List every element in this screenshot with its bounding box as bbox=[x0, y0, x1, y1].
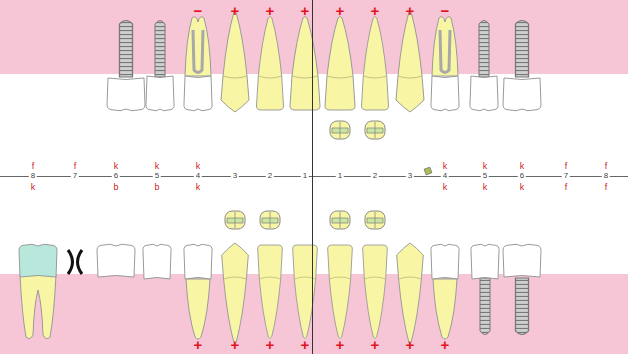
tooth-crown bbox=[471, 244, 499, 279]
status-sign: + bbox=[336, 337, 345, 352]
tooth-crown bbox=[184, 244, 212, 279]
treatment-code: f bbox=[605, 183, 608, 192]
tooth bbox=[328, 245, 353, 339]
tooth bbox=[257, 17, 284, 111]
implant-screw bbox=[155, 21, 165, 78]
occlusal-view bbox=[225, 211, 245, 229]
tooth-number: 3 bbox=[231, 172, 239, 180]
status-sign: + bbox=[371, 337, 380, 352]
status-sign: + bbox=[231, 3, 240, 18]
tooth-crown bbox=[503, 244, 541, 277]
treatment-code: k bbox=[155, 162, 160, 171]
tooth-number: 6 bbox=[112, 172, 120, 180]
occlusal-line bbox=[0, 176, 628, 177]
status-sign: + bbox=[336, 3, 345, 18]
tooth-number: 5 bbox=[481, 172, 489, 180]
midline bbox=[312, 0, 313, 354]
status-sign: + bbox=[266, 3, 275, 18]
occlusal-view bbox=[365, 211, 385, 229]
tooth bbox=[221, 11, 249, 112]
treatment-code: f bbox=[605, 162, 608, 171]
tooth bbox=[397, 243, 424, 344]
tooth-number: 7 bbox=[562, 172, 570, 180]
tooth bbox=[290, 17, 320, 111]
tooth-number: 3 bbox=[406, 172, 414, 180]
tooth-number: 8 bbox=[29, 172, 37, 180]
occlusal-view bbox=[330, 121, 350, 139]
tooth-number: 2 bbox=[266, 172, 274, 180]
root-canal bbox=[432, 17, 458, 76]
occlusal-view bbox=[365, 121, 385, 139]
tooth-root bbox=[186, 279, 210, 339]
status-sign: + bbox=[371, 3, 380, 18]
treatment-code: b bbox=[113, 183, 118, 192]
status-sign: + bbox=[301, 337, 310, 352]
gap-bracket bbox=[68, 250, 82, 274]
status-sign: − bbox=[441, 3, 450, 18]
implant-screw bbox=[120, 21, 133, 78]
status-sign: + bbox=[231, 337, 240, 352]
tooth-crown bbox=[431, 244, 459, 279]
status-sign: + bbox=[301, 3, 310, 18]
treatment-code: k bbox=[520, 183, 525, 192]
root-canal bbox=[185, 17, 211, 76]
treatment-code: k bbox=[114, 162, 119, 171]
implant-screw bbox=[516, 278, 529, 335]
treatment-code: f bbox=[32, 162, 35, 171]
treatment-code: f bbox=[74, 162, 77, 171]
tooth-number: 1 bbox=[336, 172, 344, 180]
marker-square bbox=[424, 167, 432, 175]
occlusal-view bbox=[330, 211, 350, 229]
status-sign: + bbox=[194, 337, 203, 352]
tooth-number: 8 bbox=[602, 172, 610, 180]
tooth-number: 4 bbox=[441, 172, 449, 180]
tooth-number: 6 bbox=[518, 172, 526, 180]
tooth bbox=[325, 17, 355, 111]
tooth-crown bbox=[431, 76, 459, 111]
bridge-pontic bbox=[97, 244, 135, 277]
tooth bbox=[396, 11, 424, 112]
implant-screw bbox=[516, 21, 529, 78]
treatment-code: k bbox=[443, 183, 448, 192]
tooth bbox=[363, 245, 388, 339]
tooth-number: 5 bbox=[153, 172, 161, 180]
tooth-number: 2 bbox=[371, 172, 379, 180]
status-sign: + bbox=[266, 337, 275, 352]
tooth bbox=[293, 245, 318, 339]
tooth-number: 4 bbox=[194, 172, 202, 180]
occlusal-view bbox=[260, 211, 280, 229]
status-sign: + bbox=[441, 337, 450, 352]
tooth-crown bbox=[184, 76, 212, 111]
treatment-code: b bbox=[154, 183, 159, 192]
bridge-pontic bbox=[143, 244, 171, 279]
status-sign: + bbox=[406, 3, 415, 18]
implant-screw bbox=[479, 21, 489, 78]
treatment-code: k bbox=[196, 183, 201, 192]
status-sign: + bbox=[406, 337, 415, 352]
implant-screw bbox=[480, 278, 490, 335]
treatment-code: k bbox=[443, 162, 448, 171]
treatment-code: k bbox=[196, 162, 201, 171]
treatment-code: k bbox=[520, 162, 525, 171]
tooth-crown bbox=[107, 78, 145, 111]
tooth-number: 1 bbox=[301, 172, 309, 180]
treatment-code: k bbox=[31, 183, 36, 192]
tooth-root bbox=[433, 279, 457, 339]
tooth-crown bbox=[503, 78, 541, 111]
status-sign: − bbox=[194, 3, 203, 18]
treatment-code: k bbox=[483, 183, 488, 192]
tooth-crown bbox=[146, 76, 174, 111]
tooth bbox=[258, 245, 283, 339]
tooth-number: 7 bbox=[71, 172, 79, 180]
crowned-molar bbox=[19, 244, 57, 338]
tooth bbox=[222, 243, 249, 344]
treatment-code: f bbox=[565, 162, 568, 171]
treatment-code: f bbox=[565, 183, 568, 192]
tooth bbox=[362, 17, 389, 111]
tooth-crown bbox=[470, 76, 498, 111]
treatment-code: k bbox=[483, 162, 488, 171]
